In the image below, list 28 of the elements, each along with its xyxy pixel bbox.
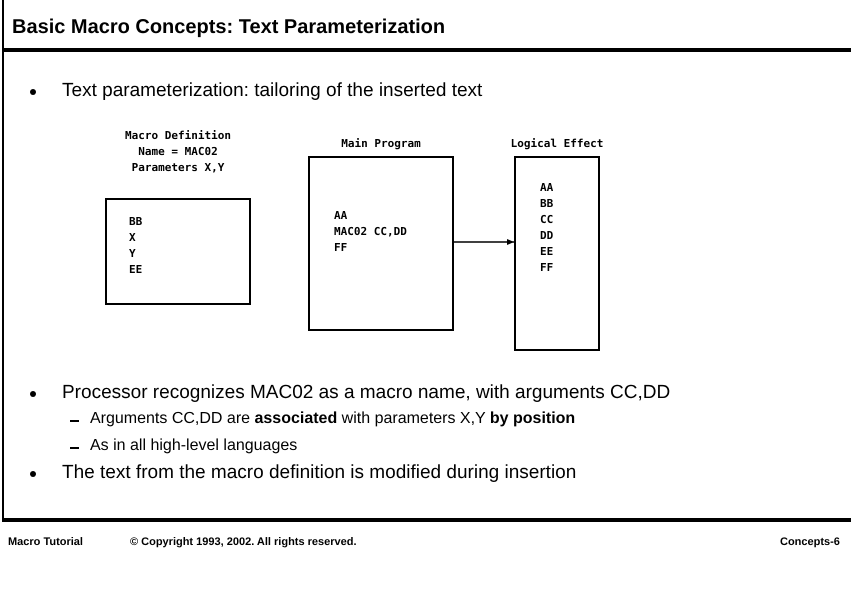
footer-text: Macro Tutorial: [8, 536, 83, 548]
code-line: DD: [540, 228, 554, 244]
code-line: EE: [129, 262, 144, 278]
box-heading: Name = MAC02: [137, 144, 219, 160]
sub-bullet-text: As in all high-level languages: [90, 437, 298, 455]
code-line: AA: [540, 180, 554, 196]
slide-title: Basic Macro Concepts: Text Parameterization: [12, 16, 446, 39]
footer-text: © Copyright 1993, 2002. All rights reserved.: [130, 536, 357, 548]
code-line: Y: [129, 246, 137, 262]
code-line: EE: [540, 244, 554, 260]
code-line: BB: [540, 196, 554, 212]
box-heading: Parameters X,Y: [130, 160, 226, 176]
code-line: CC: [540, 212, 554, 228]
code-line: BB: [129, 214, 144, 230]
code-line: MAC02 CC,DD: [334, 224, 408, 240]
code-line: FF: [540, 260, 554, 276]
bullet-text: Text parameterization: tailoring of the inserted text: [62, 80, 482, 102]
box-heading: Logical Effect: [510, 136, 604, 152]
arrow: [454, 239, 514, 245]
code-line: AA: [334, 208, 348, 224]
box-heading: Main Program: [340, 136, 422, 152]
footer-text: Concepts-6: [780, 536, 840, 548]
code-line: X: [129, 230, 137, 246]
bullet-text: Processor recognizes MAC02 as a macro name, with arguments CC,DD: [62, 382, 670, 404]
bullet-text: The text from the macro definition is modified during insertion: [62, 462, 576, 484]
sub-bullet-text: Arguments CC,DD are associated with parameters X,Y by position: [90, 410, 576, 428]
code-line: FF: [334, 240, 348, 256]
box-heading: Macro Definition: [124, 128, 232, 144]
